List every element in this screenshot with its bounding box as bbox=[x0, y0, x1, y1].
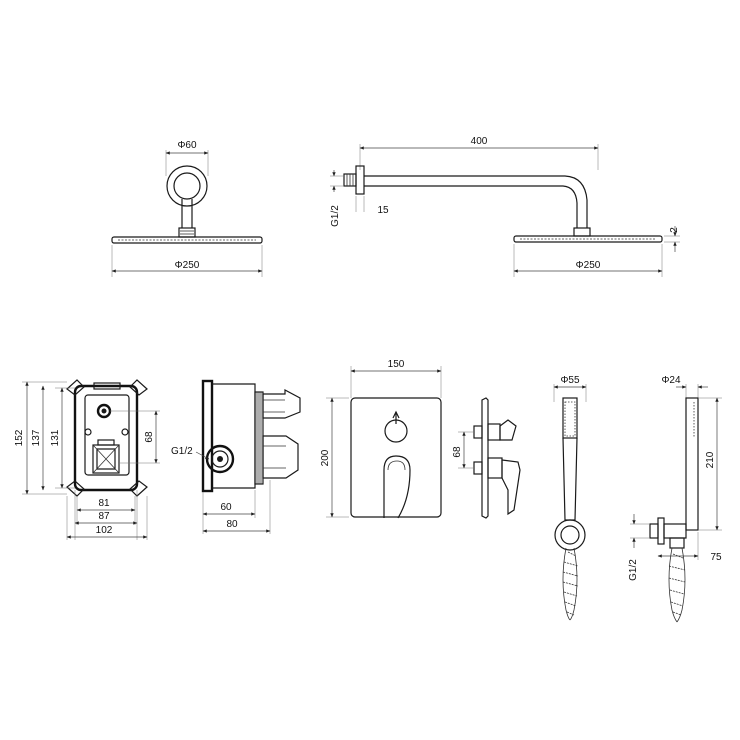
dim-box-width-inner: 81 bbox=[98, 498, 110, 509]
dim-hand-shower-length: 210 bbox=[705, 451, 716, 468]
dim-box-width-mid: 87 bbox=[98, 511, 110, 522]
dim-outlet-depth: 75 bbox=[710, 552, 722, 563]
dim-arm-thread: G1/2 bbox=[330, 205, 341, 227]
dim-box-side-thread: G1/2 bbox=[171, 446, 193, 457]
mixer-box-front-view: 152 137 131 68 81 87 102 bbox=[14, 379, 160, 540]
dim-arm-offset: 15 bbox=[377, 205, 389, 216]
shower-head-front-view: Φ60 Φ250 bbox=[111, 140, 263, 277]
dim-box-side-depth: 60 bbox=[220, 502, 232, 513]
cover-plate-front-view: 150 200 bbox=[320, 359, 442, 519]
dim-valve-port-spacing: 68 bbox=[452, 446, 463, 458]
dim-plate-width: 150 bbox=[388, 359, 405, 370]
dim-head-front-diameter: Φ60 bbox=[177, 140, 197, 151]
dim-box-width-outer: 102 bbox=[96, 525, 113, 536]
dim-box-port-height: 68 bbox=[144, 431, 155, 443]
stick-shower-outlet-view: Φ24 210 G1/2 75 bbox=[628, 375, 722, 623]
dim-box-height-mid: 137 bbox=[31, 429, 42, 446]
dim-hand-shower-stick-diameter: Φ24 bbox=[661, 375, 681, 386]
dim-box-height-inner: 131 bbox=[50, 429, 61, 446]
dim-head-front-plate: Φ250 bbox=[175, 260, 200, 271]
shower-arm-side-view: 400 G1/2 15 2 Φ250 bbox=[330, 136, 680, 277]
dim-box-height-outer: 152 bbox=[14, 429, 25, 446]
cover-plate-side-view: 68 bbox=[452, 397, 521, 519]
dim-hand-shower-diameter: Φ55 bbox=[560, 375, 580, 386]
hand-shower-holder-view: Φ55 bbox=[553, 375, 587, 621]
mixer-box-side-view: G1/2 60 80 bbox=[171, 379, 301, 534]
dim-arm-length: 400 bbox=[471, 136, 488, 147]
dim-head-side-plate: Φ250 bbox=[576, 260, 601, 271]
dim-outlet-thread: G1/2 bbox=[628, 559, 639, 581]
dim-plate-height: 200 bbox=[320, 449, 331, 466]
dim-head-thickness: 2 bbox=[669, 227, 680, 233]
dim-box-side-total: 80 bbox=[226, 519, 238, 530]
